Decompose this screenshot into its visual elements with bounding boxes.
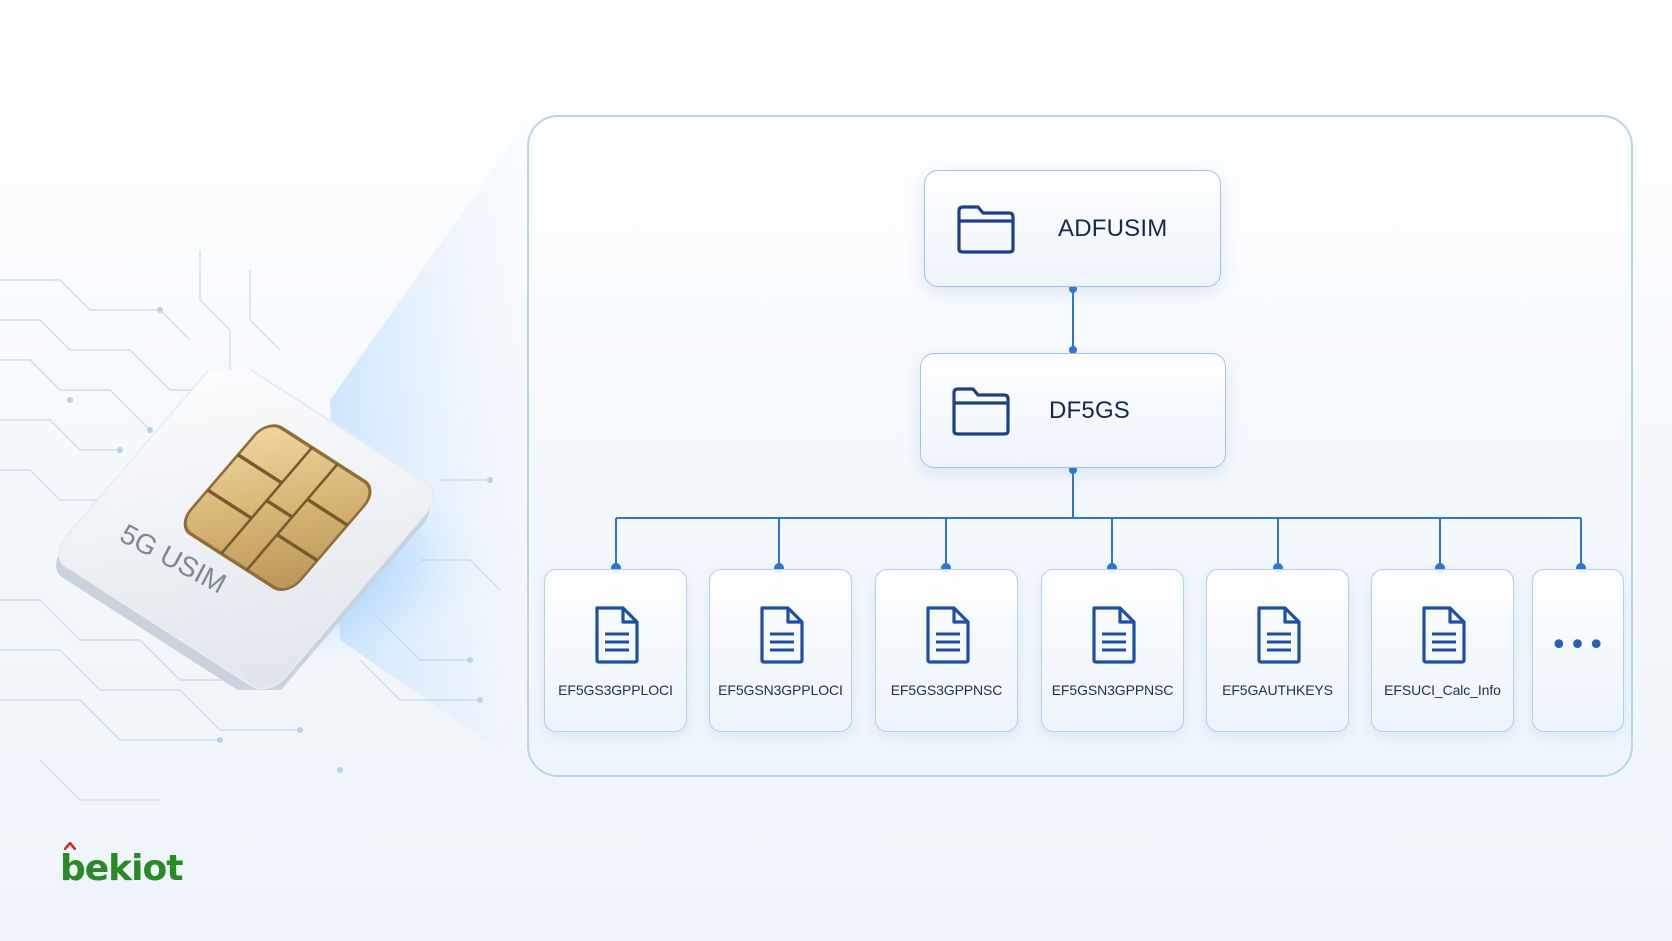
ellipsis-icon: ••• [1549, 628, 1607, 663]
sim-chip [183, 424, 372, 591]
folder-icon [957, 204, 1015, 254]
file-card-ef5gsn3gpploci[interactable]: EF5GSN3GPPLOCI [709, 569, 852, 732]
file-card-ef5gauthkeys[interactable]: EF5GAUTHKEYS [1206, 569, 1349, 732]
file-label: EF5GSN3GPPNSC [1051, 682, 1174, 698]
node-df5gs[interactable]: DF5GS [920, 353, 1226, 468]
node-adfusim[interactable]: ADFUSIM [924, 170, 1221, 287]
file-card-efsuci-calc-info[interactable]: EFSUCI_Calc_Info [1371, 569, 1514, 732]
file-label: EFSUCI_Calc_Info [1384, 682, 1501, 698]
document-icon [1422, 606, 1466, 664]
file-card-more[interactable]: ••• [1532, 569, 1624, 732]
node-label: ADFUSIM [1058, 214, 1168, 242]
file-card-ef5gs3gppnsc[interactable]: EF5GS3GPPNSC [875, 569, 1018, 732]
file-label: EF5GAUTHKEYS [1222, 682, 1333, 698]
document-icon [926, 606, 970, 664]
logo-mark-icon [64, 842, 76, 850]
sim-card: 5G USIM [56, 370, 435, 690]
file-label: EF5GS3GPPNSC [890, 682, 1003, 698]
node-label: DF5GS [1049, 396, 1131, 424]
file-label: EF5GSN3GPPLOCI [718, 682, 843, 698]
file-label: EF5GS3GPPLOCI [558, 682, 673, 698]
file-card-ef5gs3gpploci[interactable]: EF5GS3GPPLOCI [544, 569, 687, 732]
document-icon [1257, 606, 1301, 664]
folder-icon [952, 386, 1010, 436]
tree-connectors [615, 289, 1582, 568]
brand-logo: bekiot [60, 848, 183, 889]
document-icon [760, 606, 804, 664]
document-icon [1092, 606, 1136, 664]
file-card-ef5gsn3gppnsc[interactable]: EF5GSN3GPPNSC [1041, 569, 1184, 732]
document-icon [595, 606, 639, 664]
